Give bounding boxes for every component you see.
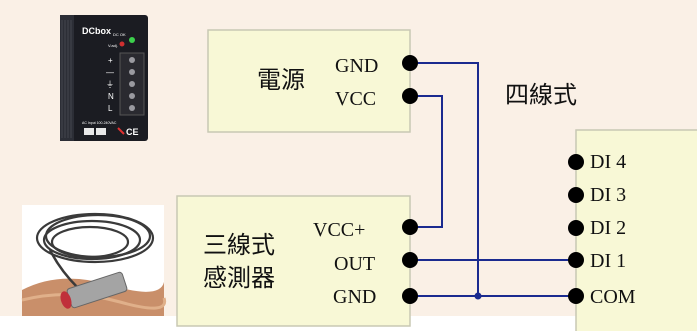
sensor-gnd-label: GND	[333, 286, 376, 308]
power-supply-name: 電源	[257, 66, 305, 94]
wire-vcc	[410, 95, 443, 228]
psu-dc-ok-label: DC OK	[113, 32, 126, 37]
module-di1-label: DI 1	[590, 250, 626, 272]
module-di2-terminal	[568, 220, 584, 236]
sensor-vcc-terminal	[402, 219, 418, 235]
psu-vcc-terminal	[402, 88, 418, 104]
sensor-gnd-terminal	[402, 288, 418, 304]
power-supply-vcc-label: VCC	[335, 88, 376, 110]
module-di4-label: DI 4	[590, 151, 626, 173]
sensor-name-line1: 三線式	[203, 231, 275, 259]
wires	[410, 62, 576, 297]
module-box	[575, 129, 697, 331]
psu-brand-logo: DCbox	[82, 26, 111, 36]
psu-footer-label: AC Input 100-240VAC	[82, 121, 117, 125]
wire-gnd	[410, 62, 576, 297]
power-supply-gnd-label: GND	[335, 55, 378, 77]
sensor-out-label: OUT	[334, 253, 375, 275]
power-supply-photo: DCbox DC OK V.adj. + — ⏚ N L AC Input 10…	[60, 15, 148, 141]
psu-mark-plus: +	[108, 56, 113, 65]
sensor-name-line2: 感測器	[203, 264, 275, 292]
module-di1-terminal	[568, 252, 584, 268]
psu-mark-n: N	[108, 92, 114, 101]
junction-dot	[474, 292, 482, 300]
sensor-box	[176, 195, 411, 327]
module-di2-label: DI 2	[590, 217, 626, 239]
psu-mark-minus: —	[106, 68, 114, 77]
module-di4-terminal	[568, 154, 584, 170]
module-di3-terminal	[568, 187, 584, 203]
psu-mark-ground: ⏚	[106, 80, 114, 89]
module-label: 四線式	[505, 81, 577, 109]
psu-mark-l: L	[108, 104, 113, 113]
terminal-dots	[402, 55, 584, 304]
psu-gnd-terminal	[402, 55, 418, 71]
psu-vadj-label: V.adj.	[108, 43, 118, 48]
module-di3-label: DI 3	[590, 184, 626, 206]
power-supply-box	[207, 29, 411, 133]
sensor-vcc-label: VCC+	[313, 219, 365, 241]
sensor-photo	[21, 205, 167, 316]
module-com-terminal	[568, 288, 584, 304]
sensor-out-terminal	[402, 252, 418, 268]
module-com-label: COM	[590, 286, 636, 308]
psu-ce-mark: CE	[126, 127, 139, 137]
